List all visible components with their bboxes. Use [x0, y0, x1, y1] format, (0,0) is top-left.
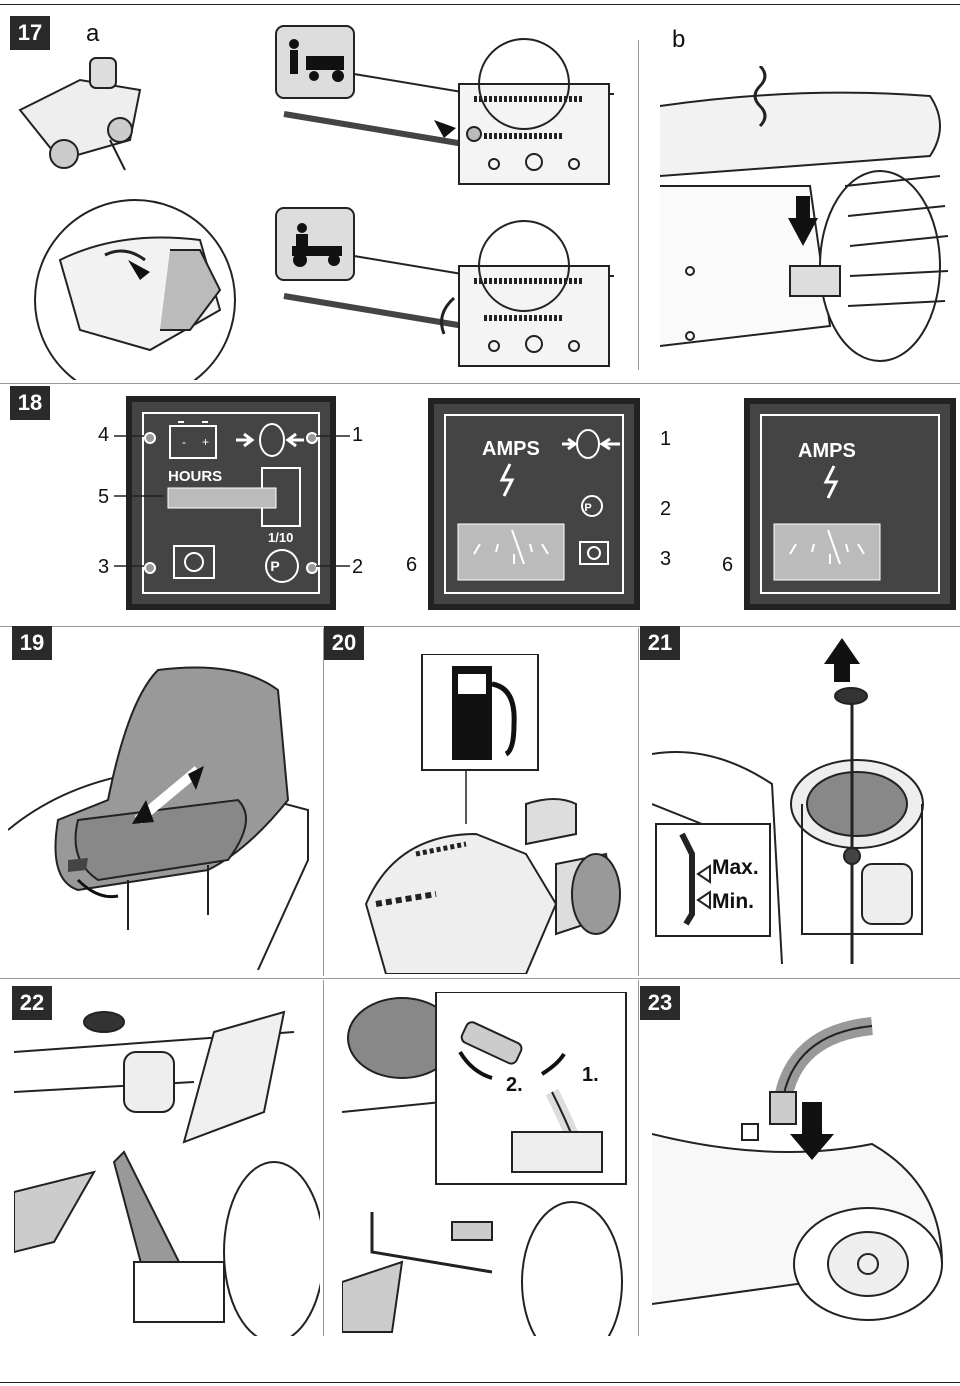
figure-17a-label: a	[86, 20, 100, 47]
callout-6-panel2: 6	[406, 554, 418, 576]
oil-max-label: Max.	[712, 856, 759, 879]
callout-3: 3	[98, 556, 110, 578]
svg-text:P: P	[584, 502, 591, 514]
separator-22a-22b	[323, 980, 324, 1336]
svg-text:+: +	[202, 435, 209, 449]
callout-2: 2	[352, 556, 364, 578]
svg-text:-: -	[182, 435, 186, 449]
instrument-panel-amps-simple: AMPS	[744, 398, 956, 610]
svg-text:P: P	[270, 558, 279, 574]
figure-18-badge: 18	[10, 386, 50, 420]
callout-1-panel2: 1	[660, 428, 672, 450]
separator-19-22	[0, 978, 960, 979]
figure-22-badge: 22	[12, 986, 52, 1020]
separator-18-19	[0, 626, 960, 627]
callout-leaders-panel1	[114, 435, 350, 567]
tractor-detail-illustration	[18, 57, 236, 380]
separator-17a-17b	[638, 40, 639, 370]
mow-mode-lever-illustration	[275, 25, 614, 185]
callout-4: 4	[98, 424, 110, 446]
hours-label: HOURS	[168, 468, 223, 485]
figure-23-badge: 23	[640, 986, 680, 1020]
figure-17-badge: 17	[10, 16, 50, 50]
figure-19-badge: 19	[12, 626, 52, 660]
step-2-label: 2.	[506, 1074, 523, 1096]
oil-drain-hose-illustration	[14, 1010, 320, 1336]
top-rule	[0, 4, 960, 5]
callout-1: 1	[352, 424, 364, 446]
callout-5: 5	[98, 486, 110, 508]
amps-label-panel3: AMPS	[798, 440, 856, 462]
callout-3-panel2: 3	[660, 548, 672, 570]
mower-deck-latch-illustration	[660, 66, 949, 362]
bottom-rule	[0, 1382, 960, 1383]
figure-20-badge: 20	[324, 626, 364, 660]
oil-dipstick-illustration	[652, 638, 924, 965]
separator-19-20	[323, 628, 324, 976]
figure-17b-label: b	[672, 26, 686, 53]
deck-wash-connector-illustration	[652, 1017, 944, 1321]
step-1-label: 1.	[582, 1064, 599, 1086]
figure-21-badge: 21	[640, 626, 680, 660]
amps-label-panel2: AMPS	[482, 438, 540, 460]
separator-17-18	[0, 383, 960, 384]
callout-2-panel2: 2	[660, 498, 672, 520]
seat-adjustment-illustration	[8, 666, 309, 970]
separator-22-23	[638, 980, 639, 1336]
instrument-panel-hours: P - + HOURS 1/10	[126, 396, 336, 610]
transport-mode-lever-illustration	[275, 207, 614, 367]
instrument-panel-amps: P AMPS	[428, 398, 640, 610]
hours-scale-label: 1/10	[268, 530, 294, 545]
callout-6-panel3: 6	[722, 554, 734, 576]
separator-20-21	[638, 628, 639, 976]
fuel-pump-and-tractor-illustration	[364, 654, 621, 974]
oil-drain-valve-illustration	[342, 992, 627, 1336]
oil-min-label: Min.	[712, 890, 754, 913]
